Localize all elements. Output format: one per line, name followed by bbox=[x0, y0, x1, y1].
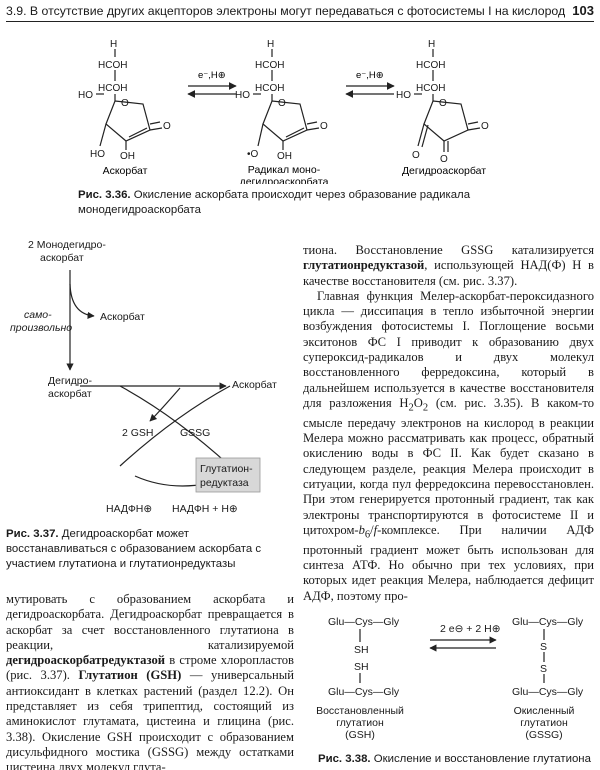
mono-label-l1: 2 Монодегидро- bbox=[28, 239, 106, 251]
mol-name-ascorbate: Аскорбат bbox=[103, 165, 148, 177]
mono-label-l2: аскорбат bbox=[40, 252, 84, 264]
running-header: 3.9. В отсутствие других акцепторов элек… bbox=[6, 2, 594, 22]
atom-h: H bbox=[428, 39, 435, 50]
right-column-text: тиона. Восстановление GSSG катализируетс… bbox=[303, 243, 594, 604]
caption-label: Рис. 3.37. bbox=[6, 528, 59, 540]
atom-ho: HO bbox=[90, 149, 105, 160]
enzyme-label-l1: Глутатион- bbox=[200, 463, 253, 475]
reduced-label-l2: глутатион bbox=[336, 717, 384, 729]
caption-label: Рис. 3.38. bbox=[318, 753, 371, 765]
chain-bottom-reduced: Glu—Cys—Gly bbox=[328, 686, 400, 698]
atom-o: O bbox=[121, 98, 129, 109]
text: O bbox=[413, 395, 423, 410]
term: глутатионредуктазой bbox=[303, 258, 425, 273]
atom-ho: HO bbox=[396, 90, 411, 101]
atom-o: O bbox=[412, 150, 420, 161]
atom-hcoh: HCOH bbox=[98, 83, 127, 94]
text: — универсальный антиоксидант в клетках р… bbox=[6, 668, 294, 770]
text: тиона. Восстановление GSSG катализируетс… bbox=[303, 243, 594, 257]
term: Глутатион (GSH) bbox=[78, 668, 182, 683]
atom-hcoh: HCOH bbox=[416, 83, 445, 94]
chain-bottom-oxidized: Glu—Cys—Gly bbox=[512, 686, 584, 698]
oxidized-label-l3: (GSSG) bbox=[525, 729, 562, 741]
caption-text: Окисление аскорбата происходит через обр… bbox=[78, 189, 471, 216]
nadph-label: НАДФН⊕ bbox=[106, 503, 152, 515]
s-top: S bbox=[540, 641, 547, 653]
enzyme-label-l2: редуктаза bbox=[200, 477, 249, 489]
nadp-label: НАДФН + H⊕ bbox=[172, 503, 238, 515]
symbol: b bbox=[358, 522, 365, 537]
text: Главная функция Мелер-аскорбат-пероксида… bbox=[303, 288, 594, 410]
atom-o: O bbox=[439, 98, 447, 109]
subscript: 2 bbox=[422, 402, 429, 414]
arrow-label-2: e⁻,H⊕ bbox=[356, 70, 384, 81]
left-column-text: мутировать с образованием аскорбата и де… bbox=[6, 592, 294, 770]
atom-radical-o: •O bbox=[247, 149, 259, 160]
chain-top-oxidized: Glu—Cys—Gly bbox=[512, 616, 584, 628]
ascorbate-label-2: Аскорбат bbox=[232, 379, 277, 391]
text: -комплексе. При наличии АДФ протонный гр… bbox=[303, 522, 594, 603]
text: , использующей НАД(Ф) Н в качестве восст… bbox=[303, 258, 594, 288]
mol-name-dha: Дегидроаскорбат bbox=[402, 165, 486, 177]
reduced-label-l1: Восстановленный bbox=[316, 705, 404, 717]
atom-ho: HO bbox=[78, 90, 93, 101]
atom-o: O bbox=[440, 154, 448, 165]
paragraph: мутировать с образованием аскорбата и де… bbox=[6, 592, 294, 770]
caption-text: Окисление и восстановление глутатиона bbox=[370, 753, 591, 765]
page-number: 103 bbox=[572, 3, 594, 18]
text: (см. рис. 3.35). В каком-то смысле перед… bbox=[303, 395, 594, 537]
text: в строме хлоропластов (рис. 3.37). bbox=[6, 653, 294, 683]
atom-ho: HO bbox=[235, 90, 250, 101]
subscript: 6 bbox=[364, 529, 371, 541]
figure-3-36: H HCOH HCOH HO O O HO OH H HCOH HCOH HO … bbox=[78, 39, 489, 184]
paragraph: тиона. Восстановление GSSG катализируетс… bbox=[303, 243, 594, 289]
atom-hcoh: HCOH bbox=[416, 60, 445, 71]
gsh-label: 2 GSH bbox=[122, 427, 154, 439]
figure-3-38: 2 e⊖ + 2 H⊕ Glu—Cys—Gly SH SH Glu—Cys—Gl… bbox=[316, 616, 584, 741]
symbol: f bbox=[373, 522, 378, 537]
spont-label-l2: произвольно bbox=[10, 322, 72, 334]
text: / bbox=[370, 522, 374, 537]
ascorbate-label-1: Аскорбат bbox=[100, 311, 145, 323]
atom-o: O bbox=[481, 121, 489, 132]
reduced-label-l3: (GSH) bbox=[345, 729, 375, 741]
atom-o: O bbox=[163, 121, 171, 132]
caption-3-36: Рис. 3.36. Окисление аскорбата происходи… bbox=[78, 188, 518, 218]
oxidized-label-l1: Окисленный bbox=[514, 705, 575, 717]
spont-label-l1: само- bbox=[24, 309, 52, 321]
arrow-label-1: e⁻,H⊕ bbox=[198, 70, 226, 81]
enzyme-box bbox=[195, 457, 261, 493]
atom-o: O bbox=[278, 98, 286, 109]
caption-3-38: Рис. 3.38. Окисление и восстановление гл… bbox=[318, 752, 598, 767]
paragraph: Главная функция Мелер-аскорбат-пероксида… bbox=[303, 289, 594, 604]
atom-oh: OH bbox=[120, 151, 135, 162]
mol-name-radical-l1: Радикал моно- bbox=[248, 164, 321, 176]
atom-hcoh: HCOH bbox=[255, 83, 284, 94]
subscript: 2 bbox=[408, 402, 414, 414]
mol-name-radical-l2: дегидроаскорбата bbox=[240, 176, 329, 184]
caption-3-37: Рис. 3.37. Дегидроаскорбат может восстан… bbox=[6, 527, 290, 572]
figure-3-37: 2 Монодегидро- аскорбат само- произвольн… bbox=[10, 239, 277, 515]
atom-h: H bbox=[267, 39, 274, 50]
arrow-label: 2 e⊖ + 2 H⊕ bbox=[440, 623, 501, 635]
s-bottom: S bbox=[540, 663, 547, 675]
text: мутировать с образованием аскорбата и де… bbox=[6, 592, 294, 652]
dha-label-l2: аскорбат bbox=[48, 388, 92, 400]
oxidized-label-l2: глутатион bbox=[520, 717, 568, 729]
caption-text: Дегидроаскорбат может восстанавливаться … bbox=[6, 528, 262, 570]
sh-bottom: SH bbox=[354, 661, 369, 673]
atom-hcoh: HCOH bbox=[255, 60, 284, 71]
atom-o: O bbox=[320, 121, 328, 132]
section-title: 3.9. В отсутствие других акцепторов элек… bbox=[6, 4, 566, 18]
atom-h: H bbox=[110, 39, 117, 50]
sh-top: SH bbox=[354, 644, 369, 656]
dha-label-l1: Дегидро- bbox=[48, 375, 92, 387]
atom-hcoh: HCOH bbox=[98, 60, 127, 71]
atom-oh: OH bbox=[277, 151, 292, 162]
caption-label: Рис. 3.36. bbox=[78, 189, 131, 201]
gssg-label: GSSG bbox=[180, 427, 210, 439]
chain-top-reduced: Glu—Cys—Gly bbox=[328, 616, 400, 628]
term: дегидроаскорбатредуктазой bbox=[6, 653, 166, 668]
